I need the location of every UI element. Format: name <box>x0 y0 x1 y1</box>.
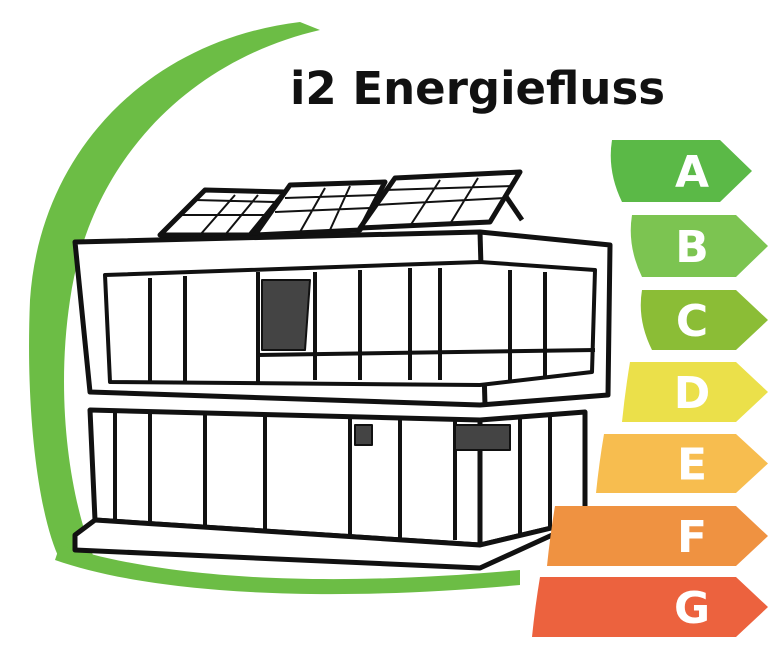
energy-class-bar-f <box>547 506 768 566</box>
energy-class-label: E <box>677 440 707 491</box>
energy-class-bar-c <box>640 290 768 350</box>
energy-class-label: A <box>675 147 709 198</box>
energy-class-label: F <box>677 512 707 563</box>
energy-class-bar-b <box>630 215 768 277</box>
energy-class-label: C <box>676 296 708 347</box>
energy-class-bar-a <box>610 140 752 202</box>
energy-class-bar-g <box>532 577 768 637</box>
green-swoosh-bottom <box>55 545 520 595</box>
energy-class-label: B <box>675 222 709 273</box>
energy-class-bar-e <box>596 434 768 493</box>
green-swoosh <box>29 22 321 560</box>
energy-class-bar-d <box>622 362 768 422</box>
page-title: i2 Energiefluss <box>290 62 666 115</box>
house-illustration <box>72 169 613 571</box>
energy-class-label: G <box>674 583 710 634</box>
energy-class-label: D <box>674 368 711 419</box>
